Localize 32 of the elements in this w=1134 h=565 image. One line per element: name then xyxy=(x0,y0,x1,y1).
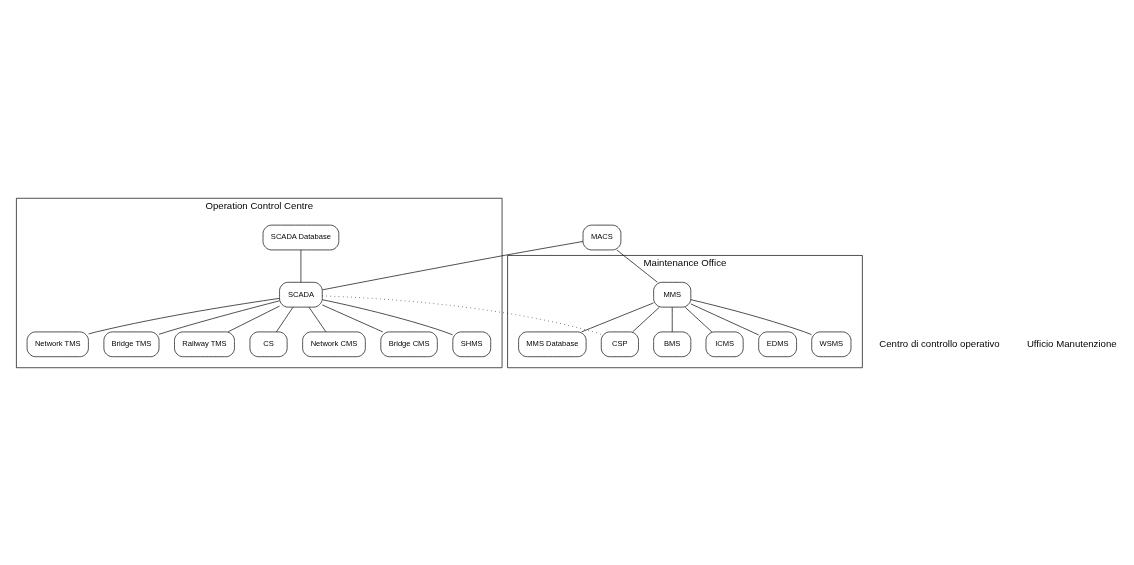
connector xyxy=(158,300,280,335)
node-box: Bridge CMS xyxy=(380,331,438,357)
node-box: SCADA Database xyxy=(262,224,340,250)
node-box: MMS xyxy=(653,281,692,307)
node-box: Network TMS xyxy=(26,331,89,357)
label: Centro di controllo operativo xyxy=(879,337,1000,349)
connector xyxy=(616,249,658,283)
connector xyxy=(322,240,584,290)
node-box: Bridge TMS xyxy=(103,331,160,357)
node-box: Network CMS xyxy=(302,331,366,357)
connector xyxy=(322,298,453,335)
node-box: EDMS xyxy=(758,331,797,357)
connector xyxy=(690,303,760,335)
connector xyxy=(276,306,294,332)
label: Ufficio Manutenzione xyxy=(1026,337,1117,349)
node-box: MACS xyxy=(582,224,622,250)
node-box: SHMS xyxy=(452,331,492,357)
connector xyxy=(684,306,713,332)
node-box: WSMS xyxy=(811,331,852,357)
node-box: ICMS xyxy=(705,331,744,357)
node-box: MMS Database xyxy=(518,331,587,357)
connector xyxy=(308,306,327,332)
node-box: CS xyxy=(249,331,288,357)
node-box: Railway TMS xyxy=(174,331,235,357)
connector xyxy=(632,306,660,332)
connector xyxy=(321,304,384,332)
connector xyxy=(88,297,280,334)
connector xyxy=(581,302,654,332)
connector xyxy=(690,298,812,335)
node-box: CSP xyxy=(600,331,639,357)
node-box: SCADA xyxy=(279,281,323,307)
node-box: BMS xyxy=(653,331,692,357)
